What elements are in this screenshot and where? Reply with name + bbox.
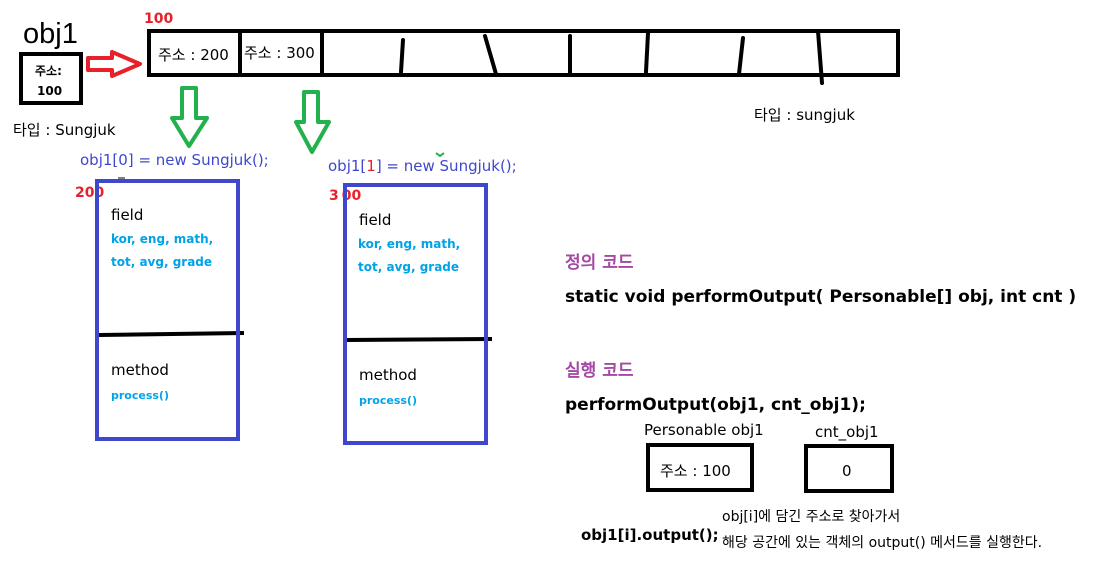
array-box <box>147 29 900 77</box>
definition-heading: 정의 코드 <box>565 253 634 273</box>
array-type-label: 타입 : sungjuk <box>754 106 855 124</box>
green-tick <box>435 152 445 158</box>
instance1-field-line2: tot, avg, grade <box>358 260 460 274</box>
param-cnt-box: 0 <box>804 444 894 493</box>
instance0-code-prefix: obj1[0] <box>80 151 134 169</box>
execution-heading: 실행 코드 <box>565 361 634 381</box>
instance1-address-a: 3 <box>329 188 339 204</box>
instance0-box: field kor, eng, math, tot, avg, grade me… <box>95 179 240 441</box>
param-obj-box: 주소 : 100 <box>646 443 754 492</box>
instance0-code: obj1[0] = new Sungjuk(); <box>80 151 269 169</box>
param-obj-label: Personable obj1 <box>644 421 764 439</box>
instance1-method-name: process() <box>359 394 417 407</box>
green-arrow-1 <box>294 90 331 154</box>
obj1-type-label: 타입 : Sungjuk <box>13 121 116 139</box>
instance1-box: field kor, eng, math, tot, avg, grade me… <box>343 183 488 445</box>
instance0-code-rest: = new Sungjuk(); <box>133 151 269 169</box>
red-arrow <box>86 50 142 78</box>
instance0-field-title: field <box>111 206 144 224</box>
instance1-divider <box>345 337 493 342</box>
array-cell-0: 주소 : 200 <box>158 46 229 64</box>
instance1-field-title: field <box>359 211 392 229</box>
array-address: 100 <box>144 11 174 27</box>
param-cnt-value: 0 <box>842 462 852 480</box>
instance0-field-line1: kor, eng, math, <box>111 232 214 246</box>
instance0-method-title: method <box>111 361 169 379</box>
instance0-field-line2: tot, avg, grade <box>111 255 213 269</box>
call-code: obj1[i].output(); <box>581 526 719 544</box>
instance0-method-name: process() <box>111 389 169 402</box>
instance1-code-c: ] = new Sungjuk(); <box>375 157 517 175</box>
instance0-divider <box>98 331 245 337</box>
param-obj-value: 주소 : 100 <box>660 462 731 480</box>
green-arrow-0 <box>170 86 209 148</box>
array-cell-1: 주소 : 300 <box>244 44 315 62</box>
instance1-method-title: method <box>359 366 417 384</box>
obj1-box: 주소: 100 <box>19 52 83 105</box>
instance1-code-a: obj1[ <box>328 157 367 175</box>
call-note-line2: 해당 공간에 있는 객체의 output() 메서드를 실행한다. <box>722 535 1043 551</box>
obj1-addr-label: 주소: <box>35 64 62 78</box>
call-note-line1: obj[i]에 담긴 주소로 찾아가서 <box>722 509 901 525</box>
instance1-field-line1: kor, eng, math, <box>358 237 461 251</box>
obj1-name: obj1 <box>23 18 78 50</box>
instance1-code: obj1[1] = new Sungjuk(); <box>328 157 517 175</box>
param-cnt-label: cnt_obj1 <box>815 423 879 441</box>
instance1-code-b: 1 <box>366 157 376 175</box>
execution-code: performOutput(obj1, cnt_obj1); <box>565 395 866 415</box>
definition-code: static void performOutput( Personable[] … <box>565 287 1077 307</box>
obj1-addr-value: 100 <box>37 84 63 98</box>
